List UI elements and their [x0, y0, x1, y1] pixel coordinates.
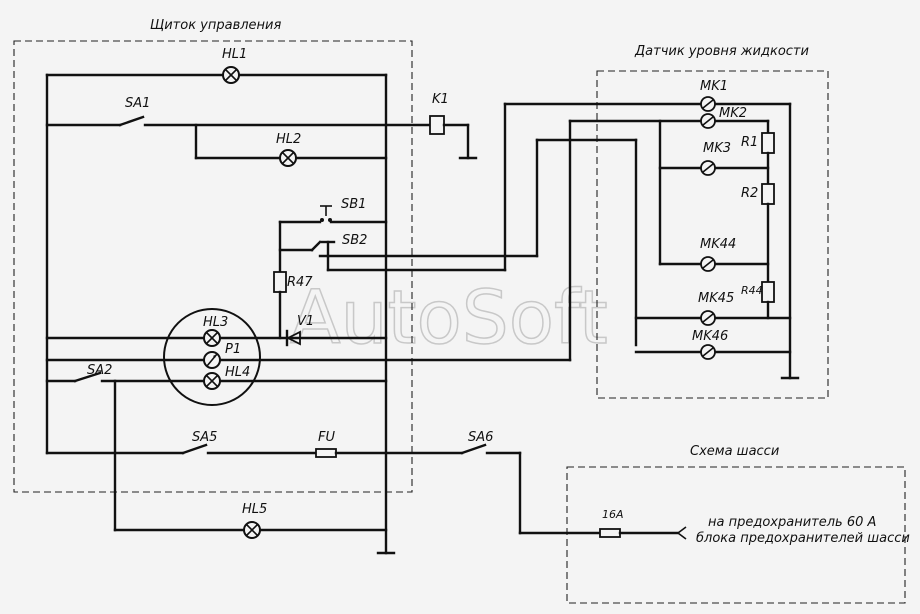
panel-title: Щиток управления	[150, 18, 282, 33]
mk2-sensor	[700, 113, 716, 129]
k1-label: K1	[432, 92, 449, 107]
mk2-label: MK2	[719, 106, 747, 121]
note-line-1: на предохранитель 60 А	[708, 515, 876, 530]
chassis-connector	[676, 526, 687, 540]
mk44-sensor	[700, 256, 716, 272]
mk46-sensor	[700, 344, 716, 360]
hl5-label: HL5	[242, 502, 267, 517]
sa6-switch	[460, 443, 487, 455]
hl4-lamp	[203, 372, 221, 390]
sensor-boundary	[596, 70, 829, 399]
fu-fuse	[315, 448, 337, 458]
chassis-boundary	[566, 466, 906, 604]
hl1-label: HL1	[222, 47, 247, 62]
k1-relay	[429, 115, 445, 135]
sa5-label: SA5	[192, 430, 217, 445]
chassis-title: Схема шасси	[690, 444, 779, 459]
hl3-lamp	[203, 329, 221, 347]
r44-resistor	[761, 281, 775, 303]
r2-label: R2	[741, 186, 758, 201]
hl2-label: HL2	[276, 132, 301, 147]
fuse-16a	[599, 528, 621, 538]
r47-label: R47	[287, 275, 313, 290]
sb1-label: SB1	[341, 197, 366, 212]
sa2-label: SA2	[87, 363, 112, 378]
sb2-switch	[310, 240, 322, 252]
sa6-label: SA6	[468, 430, 493, 445]
sa1-switch	[118, 115, 145, 127]
gauge-housing	[163, 308, 261, 406]
sb1-button	[320, 205, 332, 222]
panel-boundary	[13, 40, 413, 493]
mk3-sensor	[700, 160, 716, 176]
mk1-label: MK1	[700, 79, 728, 94]
watermark: AutoSoft	[290, 275, 608, 361]
r1-label: R1	[741, 135, 758, 150]
mk45-label: MK45	[698, 291, 734, 306]
p1-label: P1	[225, 342, 241, 357]
r2-resistor	[761, 183, 775, 205]
fu-label: FU	[318, 430, 335, 445]
r44-label: R44	[741, 284, 763, 297]
sb2-label: SB2	[342, 233, 367, 248]
hl3-label: HL3	[203, 315, 228, 330]
mk45-sensor	[700, 310, 716, 326]
sensor-title: Датчик уровня жидкости	[634, 44, 809, 59]
hl4-label: HL4	[225, 365, 250, 380]
hl1-lamp	[222, 66, 240, 84]
mk1-sensor	[700, 96, 716, 112]
mk46-label: MK46	[692, 329, 728, 344]
mk44-label: MK44	[700, 237, 736, 252]
sa2-switch	[73, 371, 102, 383]
r47-resistor	[273, 271, 287, 293]
p1-gauge	[203, 351, 221, 369]
mk3-label: MK3	[703, 141, 731, 156]
r1-resistor	[761, 132, 775, 154]
fuse-16a-label: 16A	[602, 508, 624, 521]
hl5-lamp	[243, 521, 261, 539]
hl2-lamp	[279, 149, 297, 167]
v1-label: V1	[297, 314, 314, 329]
note-line-2: блока предохранителей шасси	[696, 531, 910, 546]
sa1-label: SA1	[125, 96, 150, 111]
sa5-switch	[181, 443, 208, 455]
